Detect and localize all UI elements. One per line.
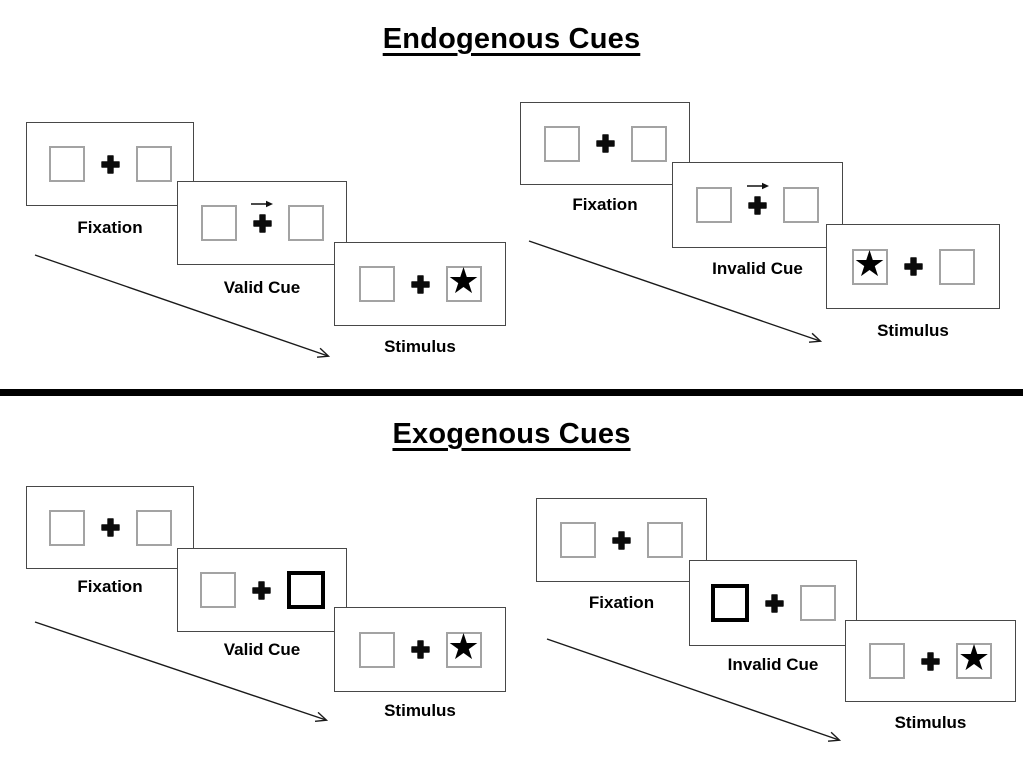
fixation-label: Fixation (588, 593, 655, 612)
fixation-cross (410, 274, 430, 294)
star-icon: ★ (447, 261, 480, 302)
section-divider (0, 389, 1023, 396)
stimulus-label: Stimulus (384, 337, 456, 356)
fixation-panel (536, 498, 707, 582)
fixation-cross (100, 154, 120, 174)
left-placeholder-box (696, 187, 732, 223)
arrow-right-icon (746, 182, 769, 189)
right-placeholder-box (647, 522, 683, 558)
stimulus-panel: ★ (334, 242, 506, 326)
left-placeholder-box (48, 509, 85, 546)
left-placeholder-box (543, 125, 580, 162)
target-box: ★ (851, 243, 888, 285)
fixation-panel (26, 486, 194, 569)
left-placeholder-box (560, 522, 596, 558)
fixation-label: Fixation (77, 218, 143, 237)
timeline-arrow (34, 621, 329, 722)
right-placeholder-box (630, 125, 667, 162)
target-box: ★ (956, 638, 992, 679)
fixation-panel (26, 122, 194, 206)
left-placeholder-box (200, 205, 237, 241)
highlighted-cue-box (710, 584, 749, 622)
fixation-panel (520, 102, 690, 185)
plus-icon (764, 593, 784, 613)
valid-cue-panel (177, 548, 347, 632)
highlighted-cue-box (286, 571, 325, 609)
right-placeholder-box (287, 205, 324, 241)
left-placeholder-box (358, 266, 395, 302)
timeline-arrow (528, 240, 823, 343)
fixation-cross (612, 530, 631, 550)
fixation-cross (100, 518, 120, 537)
plus-icon (252, 213, 272, 233)
plus-icon (100, 154, 120, 174)
endogenous-section-title: Endogenous Cues (0, 23, 1023, 56)
left-placeholder-box (48, 146, 85, 182)
fixation-cross (746, 182, 769, 215)
stimulus-label: Stimulus (877, 321, 949, 340)
plus-icon (903, 257, 923, 276)
invalid-cue-panel (672, 162, 843, 248)
plus-icon (921, 651, 940, 671)
stimulus-panel: ★ (334, 607, 506, 692)
valid-cue-label: Valid Cue (223, 278, 301, 297)
plus-icon (100, 518, 120, 537)
fixation-cross (410, 640, 430, 659)
valid-cue-panel (177, 181, 347, 265)
fixation-cross (764, 593, 784, 613)
right-placeholder-box (135, 146, 172, 182)
plus-icon (251, 580, 271, 600)
plus-icon (748, 195, 767, 215)
plus-icon (410, 274, 430, 294)
fixation-cross (903, 257, 923, 276)
stimulus-label: Stimulus (384, 701, 456, 720)
right-placeholder-box (799, 585, 836, 621)
invalid-cue-label: Invalid Cue (712, 259, 803, 278)
star-icon: ★ (853, 243, 886, 285)
fixation-cross (921, 651, 940, 671)
target-box: ★ (445, 626, 482, 668)
right-placeholder-box (938, 248, 975, 285)
right-placeholder-box (135, 509, 172, 546)
right-placeholder-box (783, 187, 819, 223)
title-text: Exogenous Cues (392, 418, 631, 450)
timeline-arrow (34, 254, 331, 358)
left-placeholder-box (199, 572, 236, 608)
stimulus-panel: ★ (826, 224, 1000, 309)
star-icon: ★ (447, 626, 480, 668)
left-placeholder-box (869, 643, 905, 679)
arrow-right-icon (251, 200, 273, 207)
fixation-cross (251, 580, 271, 600)
plus-icon (595, 134, 615, 153)
fixation-label: Fixation (572, 195, 638, 214)
invalid-cue-panel (689, 560, 857, 646)
plus-icon (612, 530, 631, 550)
valid-cue-label: Valid Cue (223, 640, 301, 659)
exogenous-section-title: Exogenous Cues (0, 418, 1023, 451)
stimulus-label: Stimulus (894, 713, 967, 732)
invalid-cue-label: Invalid Cue (727, 655, 819, 674)
plus-icon (410, 640, 430, 659)
target-box: ★ (445, 261, 482, 302)
title-text: Endogenous Cues (382, 23, 641, 55)
fixation-label: Fixation (77, 577, 143, 596)
left-placeholder-box (358, 631, 395, 668)
fixation-cross (595, 134, 615, 153)
stimulus-panel: ★ (845, 620, 1016, 702)
fixation-cross (251, 200, 273, 233)
star-icon: ★ (957, 638, 991, 679)
